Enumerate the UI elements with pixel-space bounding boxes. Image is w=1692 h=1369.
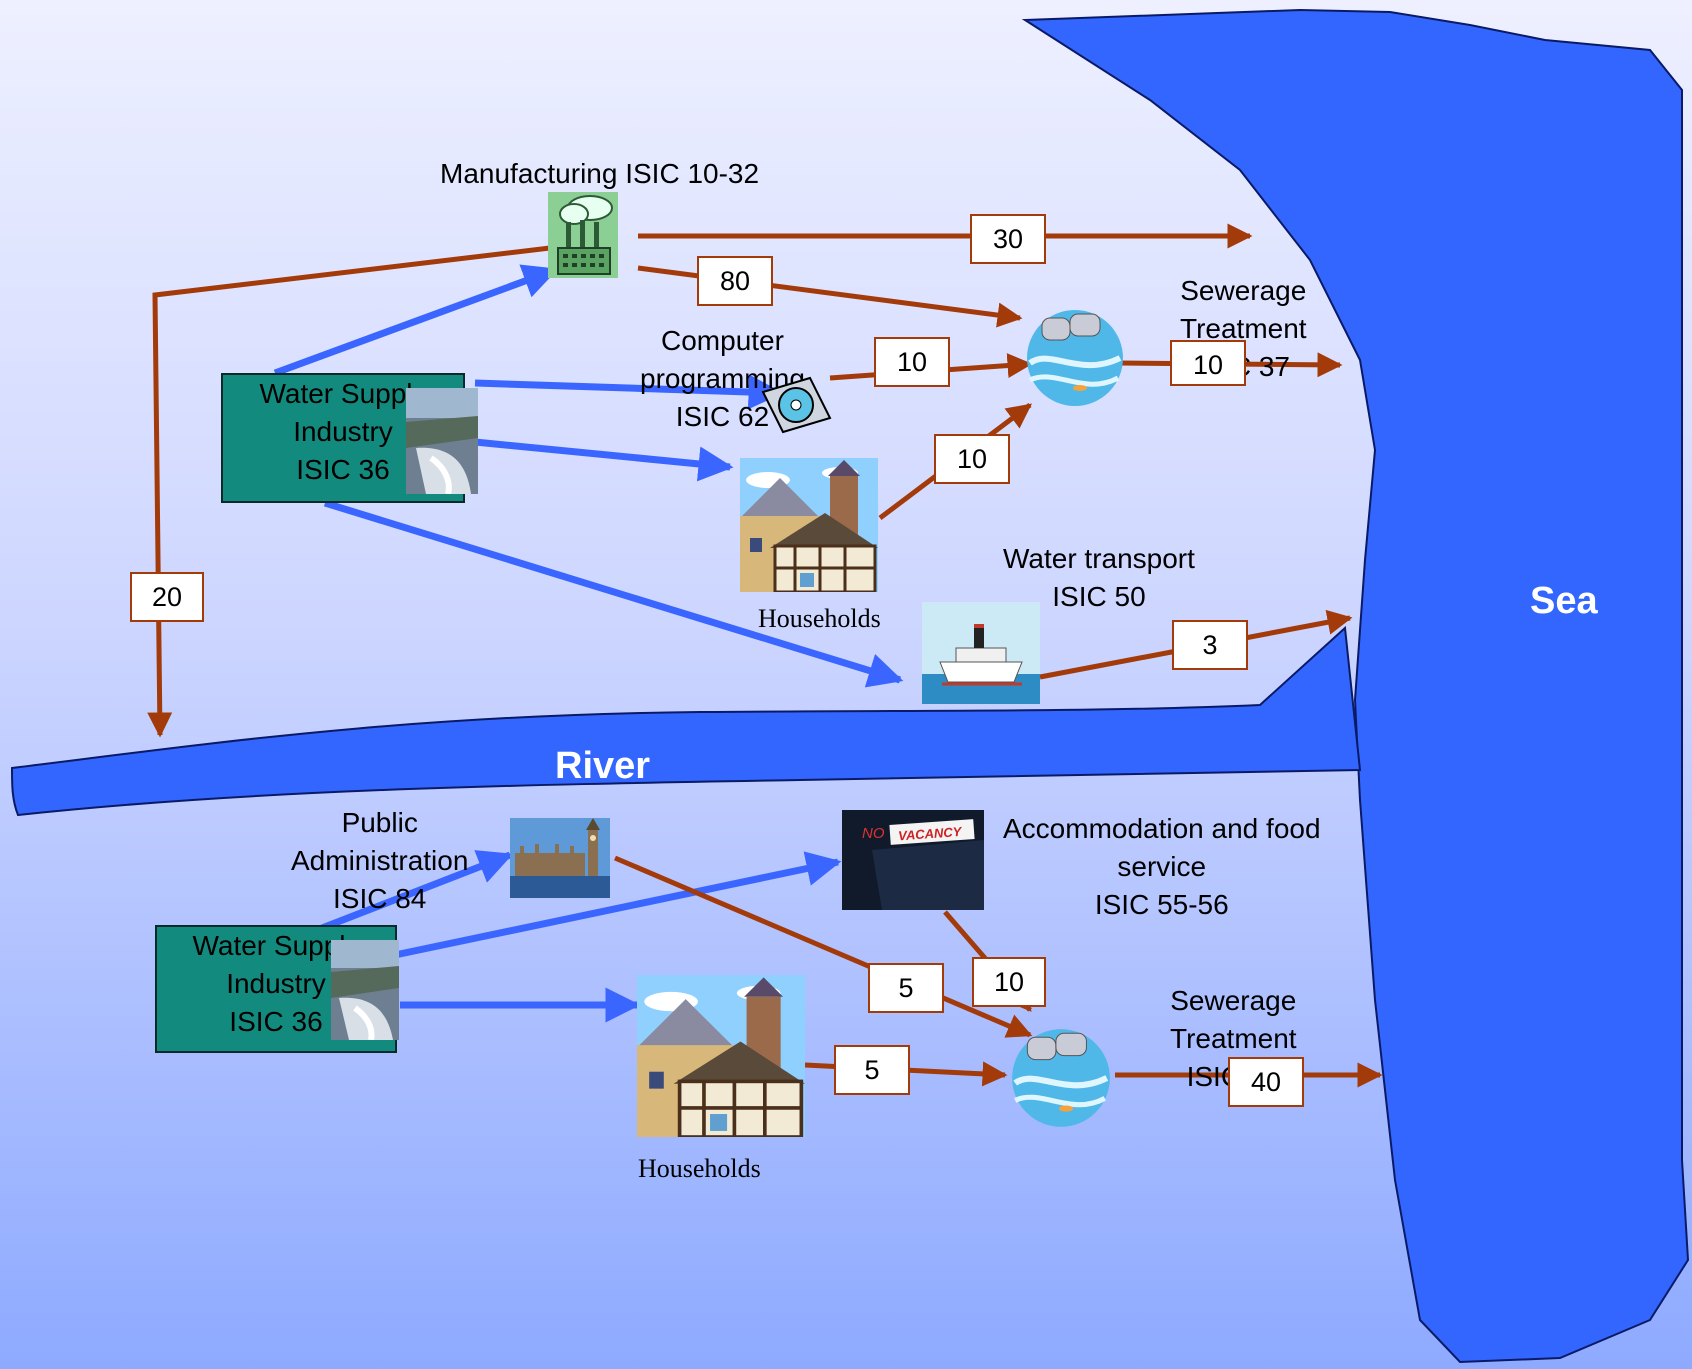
water-supply-bottom: Water Supply Industry ISIC 36 <box>155 925 397 1053</box>
disk-icon <box>755 370 835 440</box>
parliament-icon <box>510 818 610 898</box>
flow-manufacturing-sea: 30 <box>970 214 1046 264</box>
houses-icon <box>740 458 878 594</box>
flow-households-sewerage-top: 10 <box>934 434 1010 484</box>
flow-admin-sewerage: 5 <box>868 963 944 1013</box>
computer-label: Computer programming ISIC 62 <box>640 325 805 432</box>
houses-icon <box>637 975 805 1139</box>
sign-prefix: NO <box>862 825 885 842</box>
supply-arrows <box>273 264 904 1023</box>
flow-computer-sewerage: 10 <box>874 337 950 387</box>
flow-manufacturing-sewerage: 80 <box>697 256 773 306</box>
flow-manufacturing-river: 20 <box>130 572 204 622</box>
flow-transport-sea: 3 <box>1172 620 1248 670</box>
sign-text: VACANCY <box>898 824 964 843</box>
ship-icon <box>922 602 1040 704</box>
river-label: River <box>555 745 651 787</box>
accommodation-label: Accommodation and food service ISIC 55-5… <box>1003 813 1321 920</box>
dam-icon <box>406 388 478 495</box>
flow-sewerage-sea-bottom: 40 <box>1228 1057 1304 1107</box>
dam-icon <box>331 940 399 1041</box>
no-vacancy-sign-icon: NO VACANCY <box>842 810 984 910</box>
manufacturing-label: Manufacturing ISIC 10-32 <box>440 158 760 189</box>
flow-sewerage-sea-top: 10 <box>1170 340 1246 386</box>
flow-households-sewerage-bottom: 5 <box>834 1045 910 1095</box>
flow-accommodation-sewerage: 10 <box>972 957 1046 1007</box>
river-shape <box>10 625 1362 817</box>
households-bottom-label: Households <box>638 1154 761 1183</box>
public-admin-label: Public Administration ISIC 84 <box>291 807 469 914</box>
sea-label: Sea <box>1530 580 1598 622</box>
sewage-outfall-top-icon <box>1020 308 1130 408</box>
sea-shape <box>1021 8 1690 1364</box>
sewage-outfall-bottom-icon <box>1005 1025 1117 1131</box>
water-transport-label: Water transport ISIC 50 <box>1003 543 1195 612</box>
households-top-label: Households <box>758 604 881 633</box>
factory-icon <box>548 192 618 278</box>
